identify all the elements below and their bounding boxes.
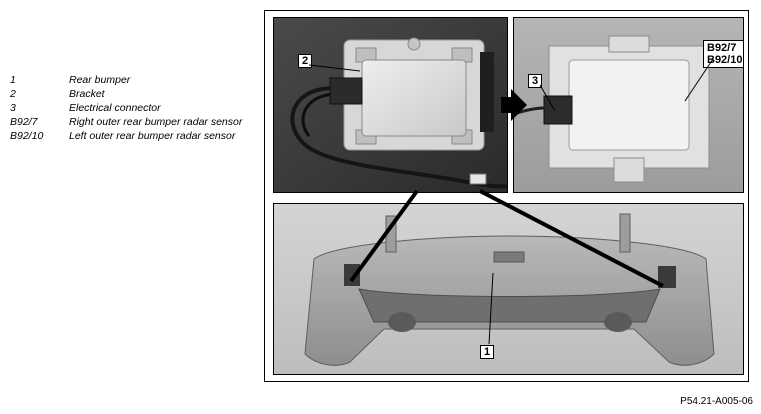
callout-bumper: 1 [480, 345, 495, 359]
legend-text: Left outer rear bumper radar sensor [69, 130, 236, 142]
leader-lines [308, 58, 714, 345]
leader-sensor [684, 58, 714, 102]
leader-line-left [349, 189, 419, 283]
legend-text: Bracket [69, 88, 105, 100]
legend-item: 2 Bracket [10, 88, 255, 101]
arrow-right-icon [501, 89, 527, 121]
legend-key: 2 [10, 88, 16, 100]
callout-connector: 3 [528, 74, 543, 88]
figure-frame: 2 B92/7 B92/10 3 [264, 10, 749, 382]
leader-bracket [308, 64, 361, 72]
legend-text: Right outer rear bumper radar sensor [69, 116, 243, 128]
sensor-bracket-illustration [274, 18, 507, 192]
photo-rear-bumper: 1 [273, 203, 744, 375]
leader-bumper [488, 272, 494, 345]
photo-sensor-with-bracket: 2 [273, 17, 508, 193]
image-reference-code: P54.21-A005-06 [680, 396, 753, 407]
callout-sensor-right: B92/7 [707, 42, 737, 54]
legend-text: Rear bumper [69, 74, 131, 86]
legend-key: 1 [10, 74, 16, 86]
legend-item: 3 Electrical connector [10, 102, 255, 115]
legend-item: 1 Rear bumper [10, 74, 255, 87]
legend: 1 Rear bumper 2 Bracket 3 Electrical con… [10, 74, 255, 144]
legend-text: Electrical connector [69, 102, 161, 114]
leader-connector [539, 84, 556, 112]
photo-sensor-mounted: B92/7 B92/10 3 [513, 17, 744, 193]
legend-key: B92/10 [10, 130, 44, 142]
callout-sensors: B92/7 B92/10 [703, 40, 743, 68]
legend-item: B92/7 Right outer rear bumper radar sens… [10, 116, 255, 129]
legend-key: B92/7 [10, 116, 38, 128]
legend-item: B92/10 Left outer rear bumper radar sens… [10, 130, 255, 143]
rear-bumper-illustration [274, 204, 743, 374]
callout-sensor-left: B92/10 [707, 54, 743, 66]
leader-line-right [479, 189, 664, 288]
legend-key: 3 [10, 102, 16, 114]
callout-bracket: 2 [298, 54, 313, 68]
